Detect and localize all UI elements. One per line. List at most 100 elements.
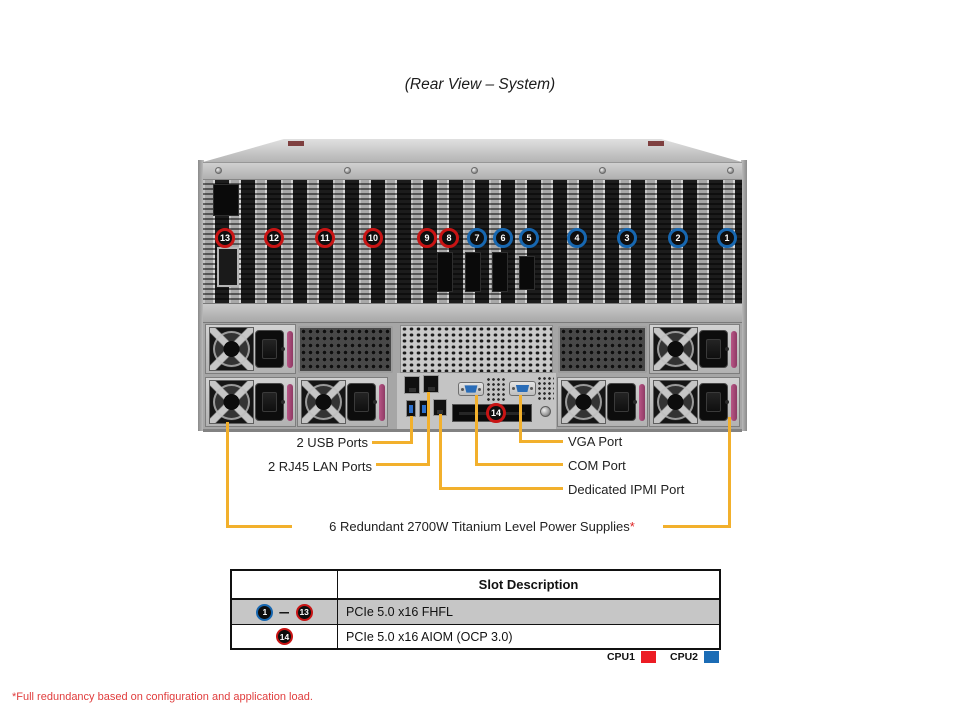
footnote: *Full redundancy based on configuration …: [12, 691, 313, 703]
table-header-empty-cell: [230, 569, 338, 600]
screw-icon: [471, 167, 478, 174]
psu-fan-icon: [209, 380, 254, 424]
lan-ports-label: 2 RJ45 LAN Ports: [267, 459, 372, 474]
chassis-mid-rail: [203, 303, 742, 322]
slot-cell: 14: [232, 628, 337, 645]
vga-port-label: VGA Port: [568, 434, 623, 449]
lid-marking: [648, 141, 664, 146]
chassis-left-edge: [198, 160, 204, 431]
lan-port-1: [404, 376, 420, 394]
thumbscrew-icon: [540, 406, 551, 417]
usb-ports-label: 2 USB Ports: [296, 435, 368, 450]
power-supply-unit: [297, 377, 388, 427]
power-supply-unit: [557, 377, 648, 427]
psu-led: [373, 400, 377, 404]
chassis-right-edge: [741, 160, 747, 431]
screw-icon: [599, 167, 606, 174]
cpu2-legend-label: CPU2: [669, 651, 698, 663]
callout-line-usb: [372, 441, 413, 444]
power-supply-unit: [205, 377, 296, 427]
lan-port-2: [423, 375, 439, 393]
vent-panel: [558, 326, 647, 373]
psu-power-inlet: [255, 383, 284, 421]
slot13-card-connector: [213, 184, 239, 216]
power-supply-unit: [205, 324, 296, 374]
callout-line-psu-left: [226, 525, 292, 528]
callout-line-ipmi: [439, 414, 442, 490]
psu-label-text: 6 Redundant 2700W Titanium Level Power S…: [329, 519, 630, 534]
psu-power-inlet: [699, 330, 728, 368]
psu-label-asterisk: *: [629, 519, 635, 534]
callout-line-vga: [519, 395, 522, 443]
psu-fan-icon: [301, 380, 346, 424]
slot-badge-2: 2: [668, 228, 688, 248]
psu-handle: [287, 331, 293, 368]
slot-connector: [492, 252, 508, 292]
screw-icon: [344, 167, 351, 174]
slot-badge-9: 9: [417, 228, 437, 248]
slot-range-cell: 1 – 13: [232, 603, 337, 621]
power-supply-unit: [649, 324, 740, 374]
io-mesh-patch: [486, 377, 507, 401]
slot-badge-13: 13: [215, 228, 235, 248]
range-dash: –: [279, 603, 290, 621]
psu-handle: [731, 331, 737, 368]
slot-badge-3: 3: [617, 228, 637, 248]
chassis-lid: [203, 139, 742, 162]
psu-label: 6 Redundant 2700W Titanium Level Power S…: [262, 519, 702, 534]
slot-description-value: PCIe 5.0 x16 FHFL: [337, 598, 721, 625]
com-port-label: COM Port: [568, 458, 626, 473]
psu-power-inlet: [255, 330, 284, 368]
callout-line-psu-left: [226, 422, 229, 528]
slot-description-value: PCIe 5.0 x16 AIOM (OCP 3.0): [337, 624, 721, 650]
slot-badge-5: 5: [519, 228, 539, 248]
psu-fan-icon: [653, 327, 698, 371]
psu-fan-icon: [209, 327, 254, 371]
psu-power-inlet: [699, 383, 728, 421]
callout-line-psu-right: [728, 417, 731, 528]
cpu2-color-swatch: [704, 651, 719, 663]
io-vent-mesh: [400, 325, 553, 373]
slot-badge-11: 11: [315, 228, 335, 248]
psu-led: [725, 347, 729, 351]
psu-fan-icon: [561, 380, 606, 424]
psu-handle: [287, 384, 293, 421]
cpu1-color-swatch: [640, 651, 656, 663]
slot-connector: [519, 256, 535, 290]
slot-badge-6: 6: [493, 228, 513, 248]
psu-power-inlet: [347, 383, 376, 421]
callout-line-vga: [519, 440, 563, 443]
power-supply-unit: [649, 377, 740, 427]
slot-badge-10: 10: [363, 228, 383, 248]
callout-line-lan: [376, 463, 430, 466]
slot-connector: [465, 252, 481, 292]
callout-line-com: [475, 395, 478, 466]
table-header-slot-description: Slot Description: [337, 569, 721, 600]
table-header-row: Slot Description: [230, 569, 721, 600]
psu-led: [281, 400, 285, 404]
slot-badge-4: 4: [567, 228, 587, 248]
slot-badge-7: 7: [467, 228, 487, 248]
page-title: (Rear View – System): [404, 76, 556, 93]
slot-badge-1: 1: [717, 228, 737, 248]
ipmi-port-label: Dedicated IPMI Port: [568, 482, 685, 497]
callout-line-usb: [410, 416, 413, 443]
slot13-connector-cage: [217, 247, 239, 287]
slot-connector: [437, 252, 453, 292]
psu-led: [281, 347, 285, 351]
psu-fan-icon: [653, 380, 698, 424]
table-row: 14 PCIe 5.0 x16 AIOM (OCP 3.0): [230, 624, 721, 650]
slot-badge-12: 12: [264, 228, 284, 248]
slot-badge-14: 14: [486, 403, 506, 423]
callout-line-ipmi: [439, 487, 563, 490]
lid-marking: [288, 141, 304, 146]
cpu-legend: CPU1 CPU2: [420, 651, 721, 663]
vent-panel: [298, 326, 393, 373]
callout-line-com: [475, 463, 563, 466]
screw-icon: [215, 167, 222, 174]
com-port: [458, 382, 484, 396]
table-badge-1: 1: [256, 603, 274, 621]
callout-line-lan: [427, 392, 430, 466]
io-mesh-patch: [537, 376, 554, 402]
